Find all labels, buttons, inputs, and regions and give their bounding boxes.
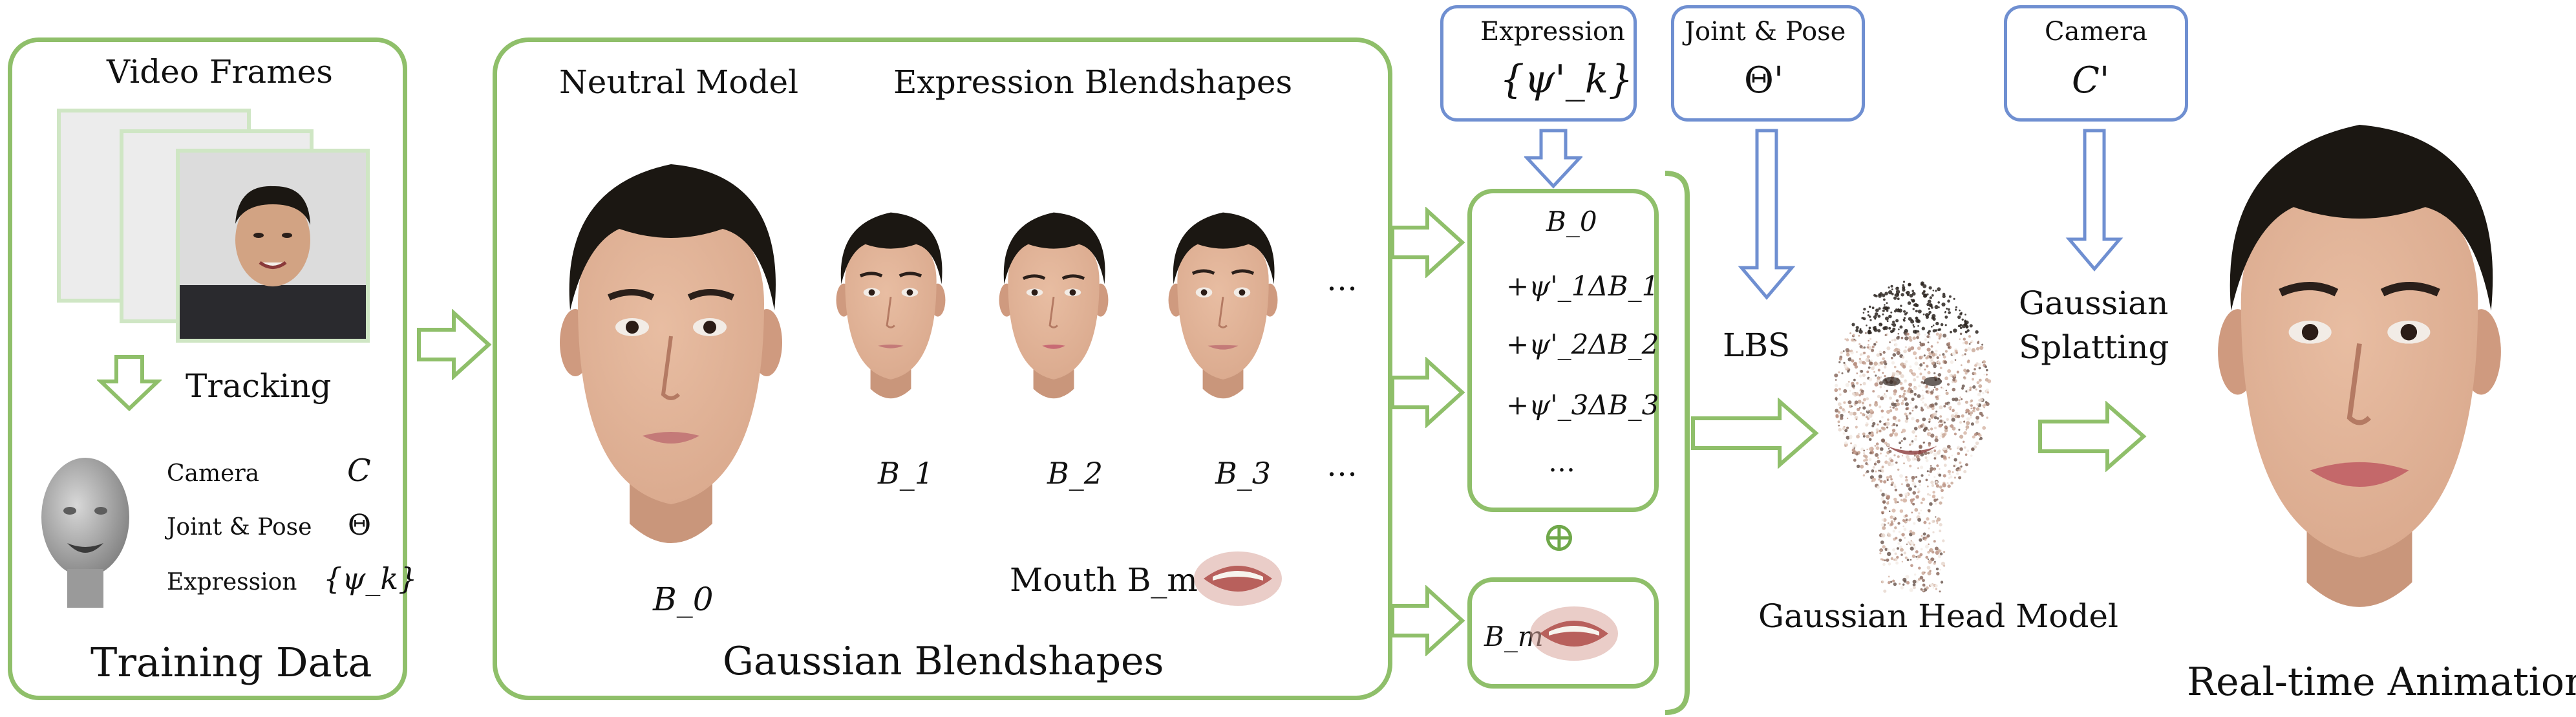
mouth-blendshape-image <box>1194 551 1282 606</box>
ellipsis-top: … <box>1326 262 1357 298</box>
expression-face-2 <box>999 212 1109 399</box>
combination-line-3: +ψ'_3ΔB_3 <box>1506 389 1659 421</box>
expression-symbol-b3: B_3 <box>1215 456 1272 491</box>
expression-down-arrow <box>1524 129 1582 189</box>
param-joint-pose-name: Joint & Pose <box>167 514 312 540</box>
expression-face-3 <box>1168 212 1278 399</box>
gaussian-blendshapes-title: Gaussian Blendshapes <box>723 639 1164 684</box>
param-expression-name: Expression <box>167 569 297 595</box>
gaussian-splatting-label-line1: Gaussian <box>2019 284 2169 322</box>
tracking-arrow <box>97 355 162 412</box>
combination-line-0: B_0 <box>1546 206 1597 237</box>
param-camera-symbol: C <box>347 453 371 489</box>
real-time-animation-label: Real-time Animation <box>2187 659 2576 705</box>
video-frames-title: Video Frames <box>107 53 333 91</box>
neutral-symbol-b0: B_0 <box>653 581 714 618</box>
expression-symbol-b1: B_1 <box>878 456 934 491</box>
gaussian-splatting-label-line2: Splatting <box>2019 328 2169 366</box>
expression-input-box <box>1440 5 1637 122</box>
neutral-model-title: Neutral Model <box>559 63 799 101</box>
joint-pose-input-symbol: Θ' <box>1744 59 1784 102</box>
person-photo <box>180 186 366 339</box>
expression-blendshapes-title: Expression Blendshapes <box>893 63 1293 101</box>
arrow-to-output <box>2038 401 2147 472</box>
param-joint-pose-symbol: Θ <box>348 509 372 542</box>
tracking-label: Tracking <box>186 367 332 405</box>
combination-line-2: +ψ'_2ΔB_2 <box>1506 328 1659 360</box>
lbs-label: LBS <box>1723 326 1791 364</box>
summation-bracket <box>1665 171 1690 715</box>
oplus-symbol: ⊕ <box>1542 513 1577 561</box>
expression-symbol-b2: B_2 <box>1047 456 1103 491</box>
combination-line-4: … <box>1548 446 1575 478</box>
camera-input-title: Camera <box>2045 17 2148 47</box>
arrow-to-combination-middle <box>1390 357 1465 428</box>
camera-down-arrow <box>2065 129 2124 272</box>
param-expression-symbol: {ψ_k} <box>323 561 418 596</box>
camera-input-box <box>2004 5 2188 122</box>
ellipsis-bottom: … <box>1326 447 1357 484</box>
training-data-title: Training Data <box>90 639 372 686</box>
arrow-to-head-model <box>1691 398 1819 469</box>
video-frame-front <box>176 149 370 343</box>
joint-pose-input-title: Joint & Pose <box>1685 17 1846 47</box>
camera-input-symbol: C' <box>2072 59 2110 102</box>
gaussian-head-model-label: Gaussian Head Model <box>1758 597 2118 635</box>
joint-pose-input-box <box>1671 5 1865 122</box>
mouth-label: Mouth B_m <box>1010 561 1198 599</box>
gaussian-head-model <box>1834 281 1992 593</box>
mouth-combination-image <box>1530 606 1618 661</box>
expression-input-symbol: {ψ'_k} <box>1500 57 1634 102</box>
tracked-mesh-head <box>41 458 129 608</box>
expression-face-1 <box>836 212 946 399</box>
expression-input-title: Expression <box>1480 17 1625 47</box>
combination-line-1: +ψ'_1ΔB_1 <box>1506 270 1659 302</box>
arrow-training-to-blendshapes <box>417 309 492 380</box>
real-time-animation-face <box>2218 125 2501 607</box>
arrow-to-mouth-box <box>1390 585 1465 656</box>
neutral-face <box>560 164 782 543</box>
blendshape-combination-box <box>1467 189 1659 512</box>
arrow-to-combination-top <box>1390 207 1465 278</box>
joint-pose-down-arrow <box>1738 129 1796 300</box>
param-camera-name: Camera <box>167 460 260 487</box>
